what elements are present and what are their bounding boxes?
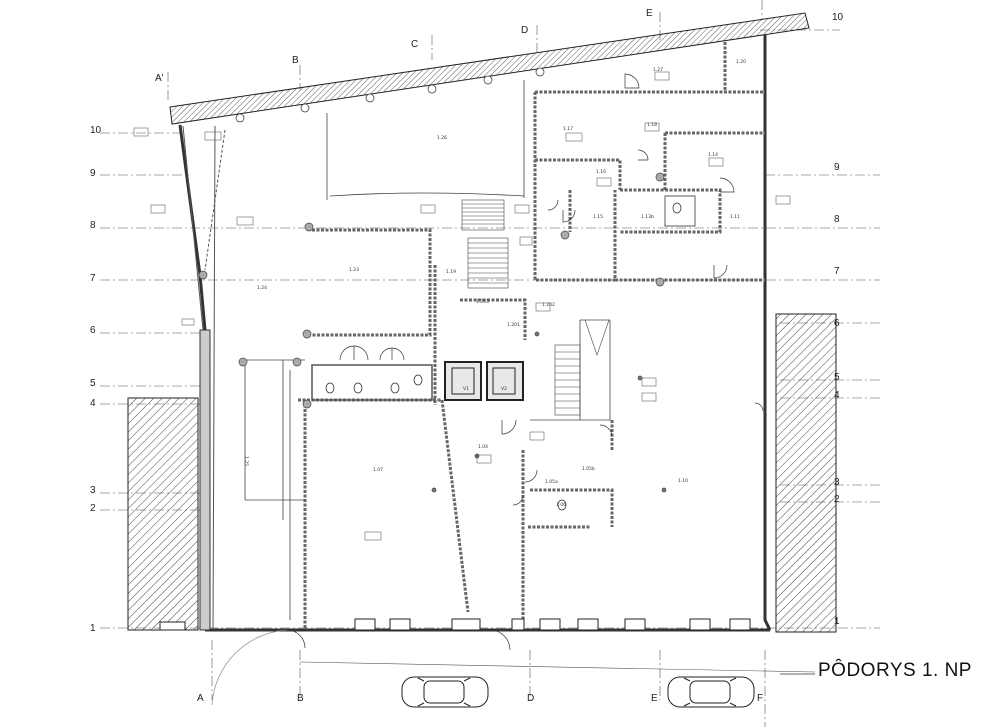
room-label-119: 1.19 [446, 269, 456, 275]
row-label-left-8: 8 [90, 220, 96, 231]
col-label-top-0: A' [155, 73, 164, 84]
room-label-114: 1.14 [708, 152, 718, 158]
room-label-113b: 1.13b [641, 214, 654, 220]
room-label-1203: 1.203 [476, 299, 489, 305]
room-label-107: 1.07 [373, 467, 383, 473]
room-label-118: 1.18 [647, 122, 657, 128]
col-label-top-1: B [292, 55, 299, 66]
room-label-125: 1.25 [243, 456, 249, 466]
room-label-111: 1.11 [730, 214, 740, 220]
room-label-115: 1.15 [593, 214, 603, 220]
row-label-right-8: 8 [834, 214, 840, 225]
row-label-right-3: 3 [834, 477, 840, 488]
car-left [401, 676, 489, 708]
neighbour-building-right [775, 313, 837, 633]
row-label-left-5: 5 [90, 378, 96, 389]
col-label-top-2: C [411, 39, 418, 50]
room-label-1202: 1.202 [542, 302, 555, 308]
row-label-right-6: 6 [834, 318, 840, 329]
level-tags [133, 71, 791, 541]
row-label-left-1: 1 [90, 623, 96, 634]
row-label-right-7: 7 [834, 266, 840, 277]
room-label-110: 1.10 [678, 478, 688, 484]
room-label-106: 1.06 [556, 502, 566, 508]
row-label-left-4: 4 [90, 398, 96, 409]
row-label-right-9: 9 [834, 162, 840, 173]
col-label-bottom-1: B [297, 693, 304, 704]
row-label-left-10: 10 [90, 125, 102, 136]
col-label-bottom-4: E [651, 693, 658, 704]
row-label-right-1: 1 [834, 616, 840, 627]
row-label-right-4: 4 [834, 390, 840, 401]
elevator-label-v2: V2 [501, 386, 507, 392]
drawing-title: PÔDORYS 1. NP [818, 660, 972, 681]
sanitary-fixtures [311, 195, 696, 511]
room-labels: 1.26 1.23 1.24 1.25 1.07 1.04 1.10 1.17 … [243, 59, 746, 508]
row-label-right-5: 5 [834, 372, 840, 383]
row-label-left-3: 3 [90, 485, 96, 496]
elevator-v1 [444, 361, 482, 401]
col-label-bottom-5: F [757, 693, 763, 704]
col-label-bottom-0: A [197, 693, 204, 704]
doors [211, 73, 764, 706]
col-label-top-3: D [521, 25, 528, 36]
row-label-right-10: 10 [832, 12, 844, 23]
row-label-right-2: 2 [834, 494, 840, 505]
structural-columns [198, 172, 667, 493]
facade-columns [235, 67, 545, 123]
room-label-104: 1.04 [478, 444, 488, 450]
room-label-1201: 1.201 [507, 322, 520, 328]
room-label-127: 1.27 [653, 67, 663, 73]
grid-labels: A' B C D E A B C D E F 10 9 8 7 6 5 4 3 … [90, 8, 844, 704]
room-label-117: 1.17 [563, 126, 573, 132]
row-label-left-7: 7 [90, 273, 96, 284]
staircase-upper [461, 199, 509, 289]
elevator-label-v1: V1 [463, 386, 469, 392]
row-label-left-9: 9 [90, 168, 96, 179]
col-label-bottom-3: D [527, 693, 534, 704]
north-facade-wall [169, 12, 810, 125]
room-label-123: 1.23 [349, 267, 359, 273]
neighbour-building-left [127, 397, 199, 631]
room-label-105a: 1.05a [545, 479, 558, 485]
room-label-126: 1.26 [437, 135, 447, 141]
row-label-left-2: 2 [90, 503, 96, 514]
left-diagonal-facade [182, 125, 226, 631]
col-label-top-4: E [646, 8, 653, 19]
room-label-105b: 1.05b [582, 466, 595, 472]
room-label-116: 1.16 [596, 169, 606, 175]
room-label-124: 1.24 [257, 285, 267, 291]
car-right [667, 676, 755, 708]
room-label-120: 1.20 [736, 59, 746, 65]
row-label-left-6: 6 [90, 325, 96, 336]
shopfront-windows [159, 618, 751, 631]
street-line [299, 661, 816, 673]
staircase-lower [554, 319, 610, 416]
elevator-v2 [486, 361, 524, 401]
outer-walls [178, 35, 772, 632]
left-column-strip [199, 329, 211, 631]
